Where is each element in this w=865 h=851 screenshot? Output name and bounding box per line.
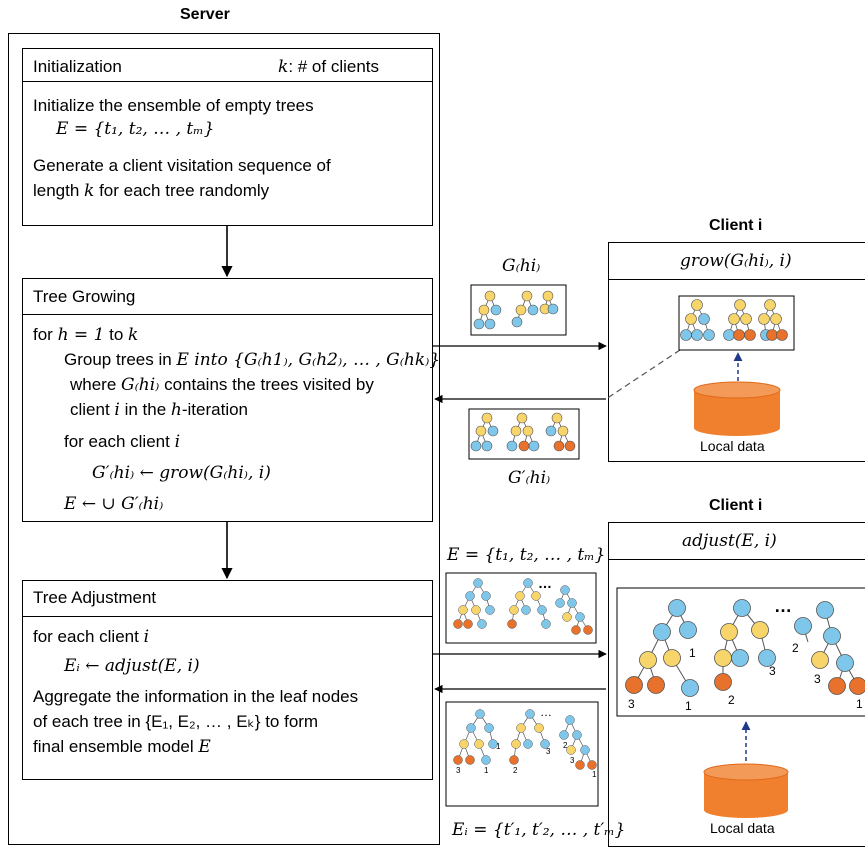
- g-prime-hi-label: G′₍hi₎: [508, 468, 551, 488]
- leaf-label-7: 2: [728, 693, 735, 707]
- client-bottom-func: adjust(E, i): [682, 531, 777, 551]
- client-bottom-dots: …: [774, 596, 792, 616]
- g-prime-hi-nodes: [470, 412, 576, 452]
- leaf-label-1: 1: [689, 646, 696, 660]
- g-hi-nodes: [473, 290, 559, 330]
- growing-line7: E ← ∪ G′₍hi₎: [64, 494, 164, 514]
- svg-text:3: 3: [456, 766, 461, 775]
- adjust-header: Tree Adjustment: [33, 588, 157, 607]
- svg-text:3: 3: [570, 756, 575, 765]
- growing-line6: G′₍hi₎ ← grow(G₍hi₎, i): [92, 463, 271, 483]
- adjust-line2: Eᵢ ← adjust(E, i): [64, 656, 200, 676]
- init-line4: length k for each tree randomly: [33, 181, 270, 201]
- adjust-line4: of each tree in {E₁, E₂, … , Eₖ} to form: [33, 712, 319, 731]
- e-i-set-label: Eᵢ = {t′₁, t′₂, … , t′ₘ}: [452, 820, 626, 840]
- init-header-row: [22, 48, 433, 82]
- client-bottom-local-data-label: Local data: [710, 820, 775, 836]
- growing-header-row: [22, 278, 433, 315]
- client-bottom-header-row: [608, 522, 865, 560]
- e-i-set-box: [445, 701, 599, 807]
- g-hi-label: G₍hi₎: [502, 256, 541, 276]
- svg-text:1: 1: [496, 742, 501, 751]
- init-line3: Generate a client visitation sequence of: [33, 156, 331, 175]
- client-top-title: Client i: [709, 217, 763, 234]
- init-ensemble-set: E = {t₁, t₂, … , tₘ}: [56, 119, 215, 139]
- svg-text:2: 2: [513, 766, 518, 775]
- growing-line5: for each client i: [64, 432, 180, 452]
- e-i-set-dots: …: [540, 705, 552, 719]
- adjust-line5: final ensemble model E: [33, 737, 211, 757]
- leaf-label-4: 3: [814, 672, 821, 686]
- adjust-line1: for each client i: [33, 627, 149, 647]
- e-set-dots: …: [538, 575, 552, 591]
- init-header: Initialization: [33, 57, 122, 76]
- client-bottom-leaf-labels: 1 3 2 3 3 1 2 1: [628, 641, 863, 713]
- leaf-label-2: 3: [769, 664, 776, 678]
- client-top-database-icon: [693, 381, 781, 436]
- client-top-header-row: [608, 242, 865, 280]
- client-bottom-nodes: [625, 599, 865, 697]
- server-title: Server: [180, 6, 230, 23]
- adjust-line3: Aggregate the information in the leaf no…: [33, 687, 359, 706]
- leaf-label-5: 3: [628, 697, 635, 711]
- e-set-label: E = {t₁, t₂, … , tₘ}: [447, 545, 606, 565]
- leaf-label-6: 1: [685, 699, 692, 713]
- init-line1: Initialize the ensemble of empty trees: [33, 96, 314, 115]
- client-top-func: grow(G₍hi₎, i): [680, 251, 792, 271]
- init-box: [22, 48, 433, 226]
- growing-line1: for h = 1 to k: [33, 325, 139, 345]
- adjust-box: [22, 580, 433, 780]
- growing-header: Tree Growing: [33, 287, 136, 306]
- adjust-header-row: [22, 580, 433, 617]
- e-i-set-nodes: [453, 709, 597, 770]
- svg-text:2: 2: [563, 741, 568, 750]
- client-top-nodes: [680, 299, 788, 341]
- svg-text:1: 1: [592, 770, 597, 779]
- leaf-label-8: 1: [856, 697, 863, 711]
- e-i-set-leaf-labels: 1 3 1 2 3 2 3 1: [456, 741, 597, 779]
- client-top-local-data-label: Local data: [700, 438, 765, 454]
- e-set-nodes: [453, 578, 593, 635]
- client-bottom-title: Client i: [709, 497, 763, 514]
- growing-line3: where G₍hi₎ contains the trees visited b…: [70, 375, 374, 395]
- svg-text:1: 1: [484, 766, 489, 775]
- growing-line4: client i in the h-iteration: [70, 400, 248, 420]
- dashed-link: [605, 349, 681, 400]
- svg-text:3: 3: [546, 747, 551, 756]
- growing-line2: Group trees in E into {G₍h1₎, G₍h2₎, … ,…: [64, 350, 441, 370]
- init-k-note: k: # of clients: [278, 57, 380, 77]
- growing-box: [22, 278, 433, 522]
- leaf-label-3: 2: [792, 641, 799, 655]
- client-bottom-database-icon: [703, 763, 789, 818]
- e-set-box: [445, 572, 597, 644]
